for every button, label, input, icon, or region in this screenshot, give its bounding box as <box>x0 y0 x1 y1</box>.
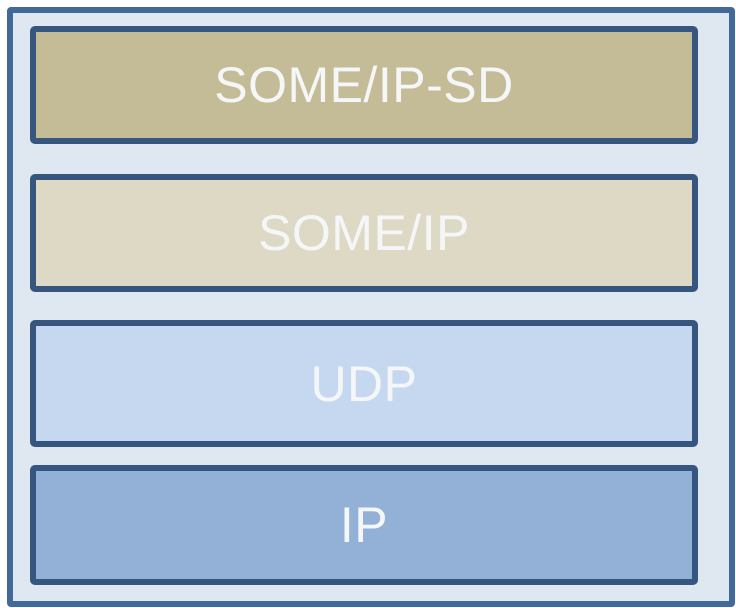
layer-some-ip: SOME/IP <box>30 174 698 292</box>
layer-some-ip-sd: SOME/IP-SD <box>30 26 698 144</box>
layer-label: SOME/IP-SD <box>214 57 514 113</box>
layer-udp: UDP <box>30 320 698 447</box>
layer-label: SOME/IP <box>258 205 470 261</box>
protocol-stack: SOME/IP-SD SOME/IP UDP IP <box>7 7 735 607</box>
layer-label: UDP <box>310 355 418 412</box>
layer-label: IP <box>339 497 389 553</box>
layer-ip: IP <box>30 465 698 585</box>
